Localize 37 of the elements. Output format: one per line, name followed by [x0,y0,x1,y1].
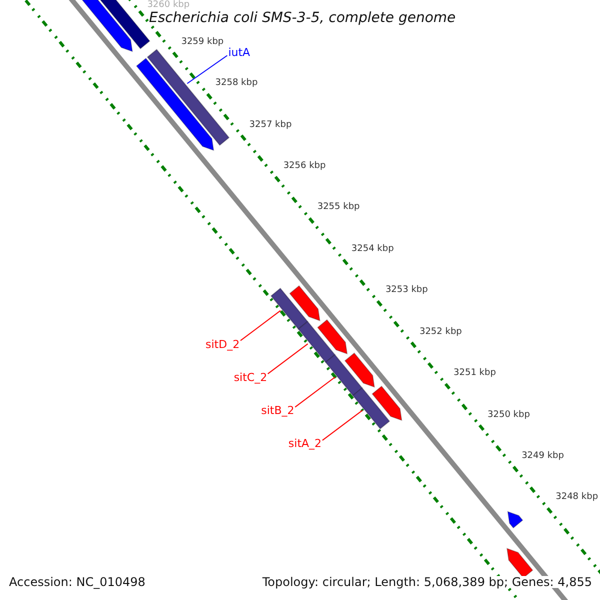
leader-line [294,376,336,408]
leader-line [267,343,308,374]
leader-line [322,410,363,441]
title: Escherichia coli SMS-3-5, complete genome [149,11,456,25]
tick-label: 3253 kbp [385,286,428,296]
gene-label: sitC_2 [234,372,268,383]
tick-label: 3248 kbp [556,493,598,502]
tick-label: 3250 kbp [488,410,530,420]
gene-bar [298,320,336,364]
gene-bar [270,288,308,330]
gene-bar [324,354,363,396]
tick-label: 3256 kbp [283,162,326,172]
gene-label: iutA [228,46,250,58]
tick-label: 3255 kbp [317,203,360,212]
gene-feature [507,510,524,529]
gene-feature [289,285,320,322]
footer-text: Accession: NC_010498 [9,576,146,588]
gene-feature [506,548,534,579]
tick-label: 3258 kbp [215,79,258,88]
gene-bar [352,387,390,430]
gene-label: sitD_2 [206,338,240,350]
gene-feature [372,386,402,421]
tick-label: 3252 kbp [419,328,462,337]
gene-feature [136,58,214,152]
leader-line [186,55,228,84]
tick-label: 3257 kbp [249,120,292,130]
tick-label: 3259 kbp [181,38,224,47]
leader-line [240,310,282,342]
gene-feature [344,352,375,388]
gene-label: sitA_2 [288,438,322,450]
gene-label: sitB_2 [261,405,294,416]
gene-feature [317,319,348,355]
tick-label: 3251 kbp [454,369,496,378]
tick-label: 3249 kbp [522,452,564,462]
footer-text: Topology: circular; Length: 5,068,389 bp; Genes: 4,855 [262,576,592,588]
tick-label: 3260 kbp [147,1,190,10]
tick-label: 3254 kbp [351,244,394,254]
